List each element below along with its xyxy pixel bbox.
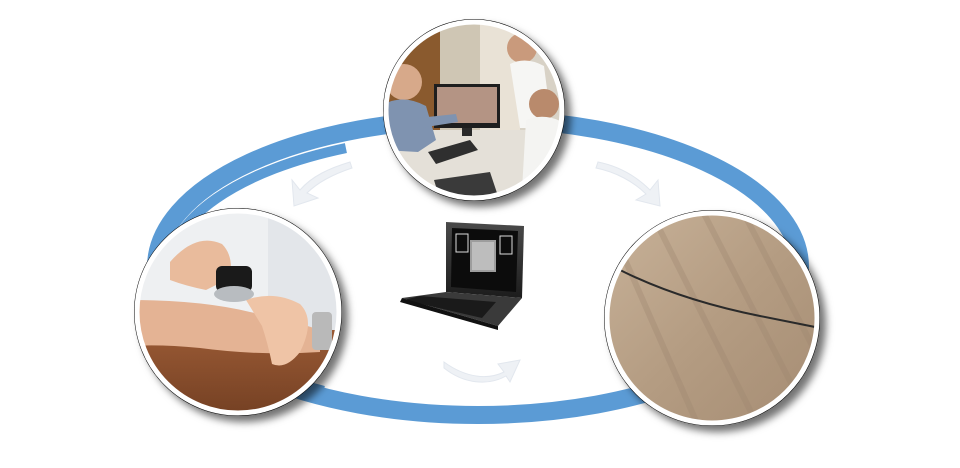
bottom-arrow (443, 359, 521, 384)
laptop-icon (400, 222, 524, 330)
top-left-arrow (291, 161, 353, 207)
magnified-skin-photo (604, 210, 820, 426)
top-right-arrow (595, 161, 661, 207)
consultation-photo (383, 19, 565, 201)
dermatoscope-photo (134, 208, 342, 416)
